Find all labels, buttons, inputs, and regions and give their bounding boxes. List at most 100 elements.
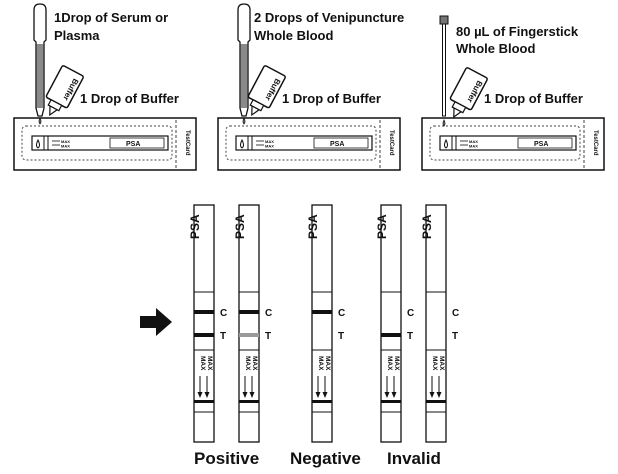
instruction-panel-fingerstick: MAX MAX PSA TestCard Buffer 80 µL of Fin… — [421, 15, 605, 171]
sample-instruction-line1: 80 µL of Fingerstick — [456, 24, 579, 39]
max-label: MAX — [244, 356, 251, 371]
test-line — [239, 333, 259, 337]
result-label-invalid: Invalid — [387, 449, 441, 468]
strip-body — [425, 204, 447, 443]
test-label: T — [265, 331, 271, 342]
sample-instruction-line2: Plasma — [54, 28, 100, 43]
control-label: C — [338, 308, 345, 319]
sample-well-drop-icon — [36, 138, 40, 149]
instruction-panel-venipuncture: MAX MAX PSA TestCard Buffer 2 Drops of V… — [217, 3, 404, 171]
max-label: MAX — [386, 356, 393, 371]
drop-icon — [38, 117, 42, 125]
cassette-brand-label: TestCard — [184, 130, 190, 156]
right-arrow-icon — [140, 308, 172, 336]
max-label: MAX — [199, 356, 206, 371]
control-line — [239, 310, 259, 314]
sample-instruction-line2: Whole Blood — [456, 41, 535, 56]
buffer-bottle-icon: Buffer — [449, 67, 488, 119]
max-label: MAX — [324, 356, 331, 371]
test-label: T — [407, 331, 413, 342]
result-label-negative: Negative — [290, 449, 361, 468]
cassette-brand-label: TestCard — [592, 130, 598, 156]
down-arrow-head — [315, 392, 321, 398]
cassette-window-label: PSA — [534, 141, 548, 148]
buffer-bottle-icon: Buffer — [247, 65, 286, 117]
cassette-max-label: MAX — [265, 144, 274, 149]
cassette-result-window — [313, 137, 369, 149]
pipette-icon — [237, 3, 251, 125]
buffer-bottle-icon: Buffer — [45, 65, 84, 117]
control-label: C — [407, 308, 414, 319]
cassette-max-label: MAX — [265, 139, 274, 144]
test-label: T — [452, 331, 458, 342]
down-arrow-head — [436, 392, 442, 398]
buffer-instruction: 1 Drop of Buffer — [80, 91, 179, 106]
strip-title: PSA — [188, 214, 202, 239]
cassette-recess — [21, 125, 173, 161]
sample-well-drop-icon — [240, 138, 244, 149]
max-label: MAX — [431, 356, 438, 371]
test-label: T — [220, 331, 226, 342]
buffer-instruction: 1 Drop of Buffer — [484, 91, 583, 106]
pipette-icon — [33, 3, 47, 125]
test-label: T — [338, 331, 344, 342]
cassette-window-label: PSA — [126, 141, 140, 148]
sample-instruction-line2: Whole Blood — [254, 28, 333, 43]
max-label: MAX — [393, 356, 400, 371]
strip-body — [238, 204, 260, 443]
cassette-max-label: MAX — [469, 144, 478, 149]
down-arrow-head — [249, 392, 255, 398]
cassette-recess — [429, 125, 581, 161]
max-fill-line — [381, 400, 401, 403]
instruction-panel-serum: MAX MAX PSA TestCard Buffer 1Drop of Ser… — [13, 3, 197, 171]
max-fill-line — [426, 400, 446, 403]
cassette-result-window — [517, 137, 573, 149]
control-label: C — [452, 308, 459, 319]
control-line — [194, 310, 214, 314]
control-label: C — [265, 308, 272, 319]
strip-title: PSA — [306, 214, 320, 239]
test-line — [194, 333, 214, 337]
max-label: MAX — [317, 356, 324, 371]
down-arrow-head — [391, 392, 397, 398]
cassette-max-label: MAX — [61, 144, 70, 149]
strip-body — [380, 204, 402, 443]
drop-icon — [242, 117, 246, 125]
result-label-positive: Positive — [194, 449, 259, 468]
max-label: MAX — [438, 356, 445, 371]
down-arrow-head — [384, 392, 390, 398]
down-arrow-head — [429, 392, 435, 398]
max-label: MAX — [251, 356, 258, 371]
sample-instruction-line1: 1Drop of Serum or — [54, 10, 168, 25]
max-fill-line — [312, 400, 332, 403]
test-line — [381, 333, 401, 337]
buffer-instruction: 1 Drop of Buffer — [282, 91, 381, 106]
down-arrow-head — [322, 392, 328, 398]
max-fill-line — [194, 400, 214, 403]
control-label: C — [220, 308, 227, 319]
cassette-max-label: MAX — [61, 139, 70, 144]
sample-well-drop-icon — [444, 138, 448, 149]
cassette-window-label: PSA — [330, 141, 344, 148]
strip-title: PSA — [375, 214, 389, 239]
strip-title: PSA — [420, 214, 434, 239]
down-arrow-head — [242, 392, 248, 398]
max-label: MAX — [206, 356, 213, 371]
cassette-brand-label: TestCard — [388, 130, 394, 156]
cassette-recess — [225, 125, 377, 161]
cassette-max-label: MAX — [469, 139, 478, 144]
control-line — [312, 310, 332, 314]
max-fill-line — [239, 400, 259, 403]
strip-body — [193, 204, 215, 443]
down-arrow-head — [197, 392, 203, 398]
capillary-tube-icon — [439, 15, 449, 127]
strip-body — [311, 204, 333, 443]
sample-instruction-line1: 2 Drops of Venipuncture — [254, 10, 404, 25]
